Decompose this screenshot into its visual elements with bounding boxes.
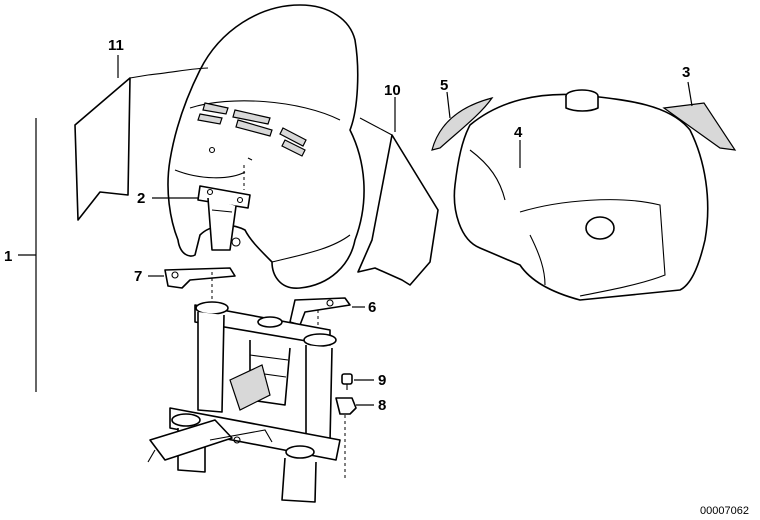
callout-8: 8 bbox=[378, 397, 386, 414]
callout-3: 3 bbox=[682, 64, 690, 81]
callout-4: 4 bbox=[514, 124, 523, 141]
fork-assembly bbox=[147, 301, 341, 503]
mount-bracket bbox=[197, 165, 251, 251]
callout-9: 9 bbox=[378, 372, 386, 389]
assembly-lines bbox=[211, 272, 346, 480]
side-panel-left bbox=[74, 67, 209, 221]
callout-1: 1 bbox=[4, 248, 12, 265]
callout-10: 10 bbox=[384, 82, 401, 99]
callout-11: 11 bbox=[108, 37, 124, 54]
screw-and-clip bbox=[335, 373, 357, 415]
fairing-shell bbox=[167, 4, 365, 289]
callout-6: 6 bbox=[368, 299, 376, 316]
reference-number: 00007062 bbox=[700, 505, 749, 517]
callout-2: 2 bbox=[137, 190, 145, 207]
small-bracket-right bbox=[289, 297, 351, 326]
leader-lines bbox=[117, 55, 693, 406]
small-bracket-left bbox=[164, 267, 236, 289]
group-bracket-1 bbox=[18, 118, 37, 392]
callout-7: 7 bbox=[134, 268, 142, 285]
callout-5: 5 bbox=[440, 77, 448, 94]
fuel-tank bbox=[453, 89, 709, 301]
side-panel-right bbox=[357, 117, 439, 286]
